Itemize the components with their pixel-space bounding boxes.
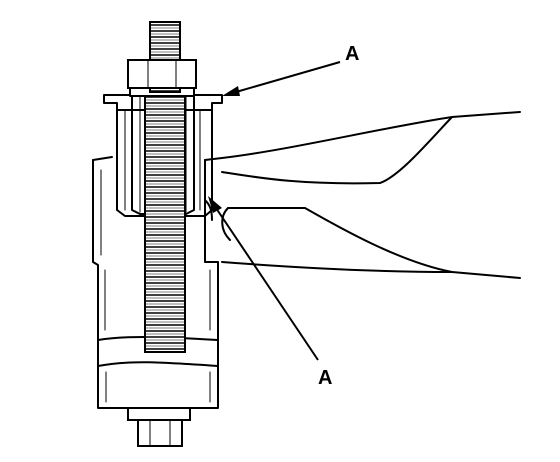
callout-label-lower: A (318, 367, 332, 389)
top-nut (127, 59, 197, 89)
threaded-rod (144, 21, 186, 353)
callout-a-upper: A (222, 43, 359, 96)
callout-a-lower: A (208, 196, 332, 389)
control-arm (204, 111, 521, 279)
bottom-nut (127, 407, 191, 447)
bushing-housing (92, 156, 219, 346)
callout-label-upper: A (345, 43, 359, 65)
